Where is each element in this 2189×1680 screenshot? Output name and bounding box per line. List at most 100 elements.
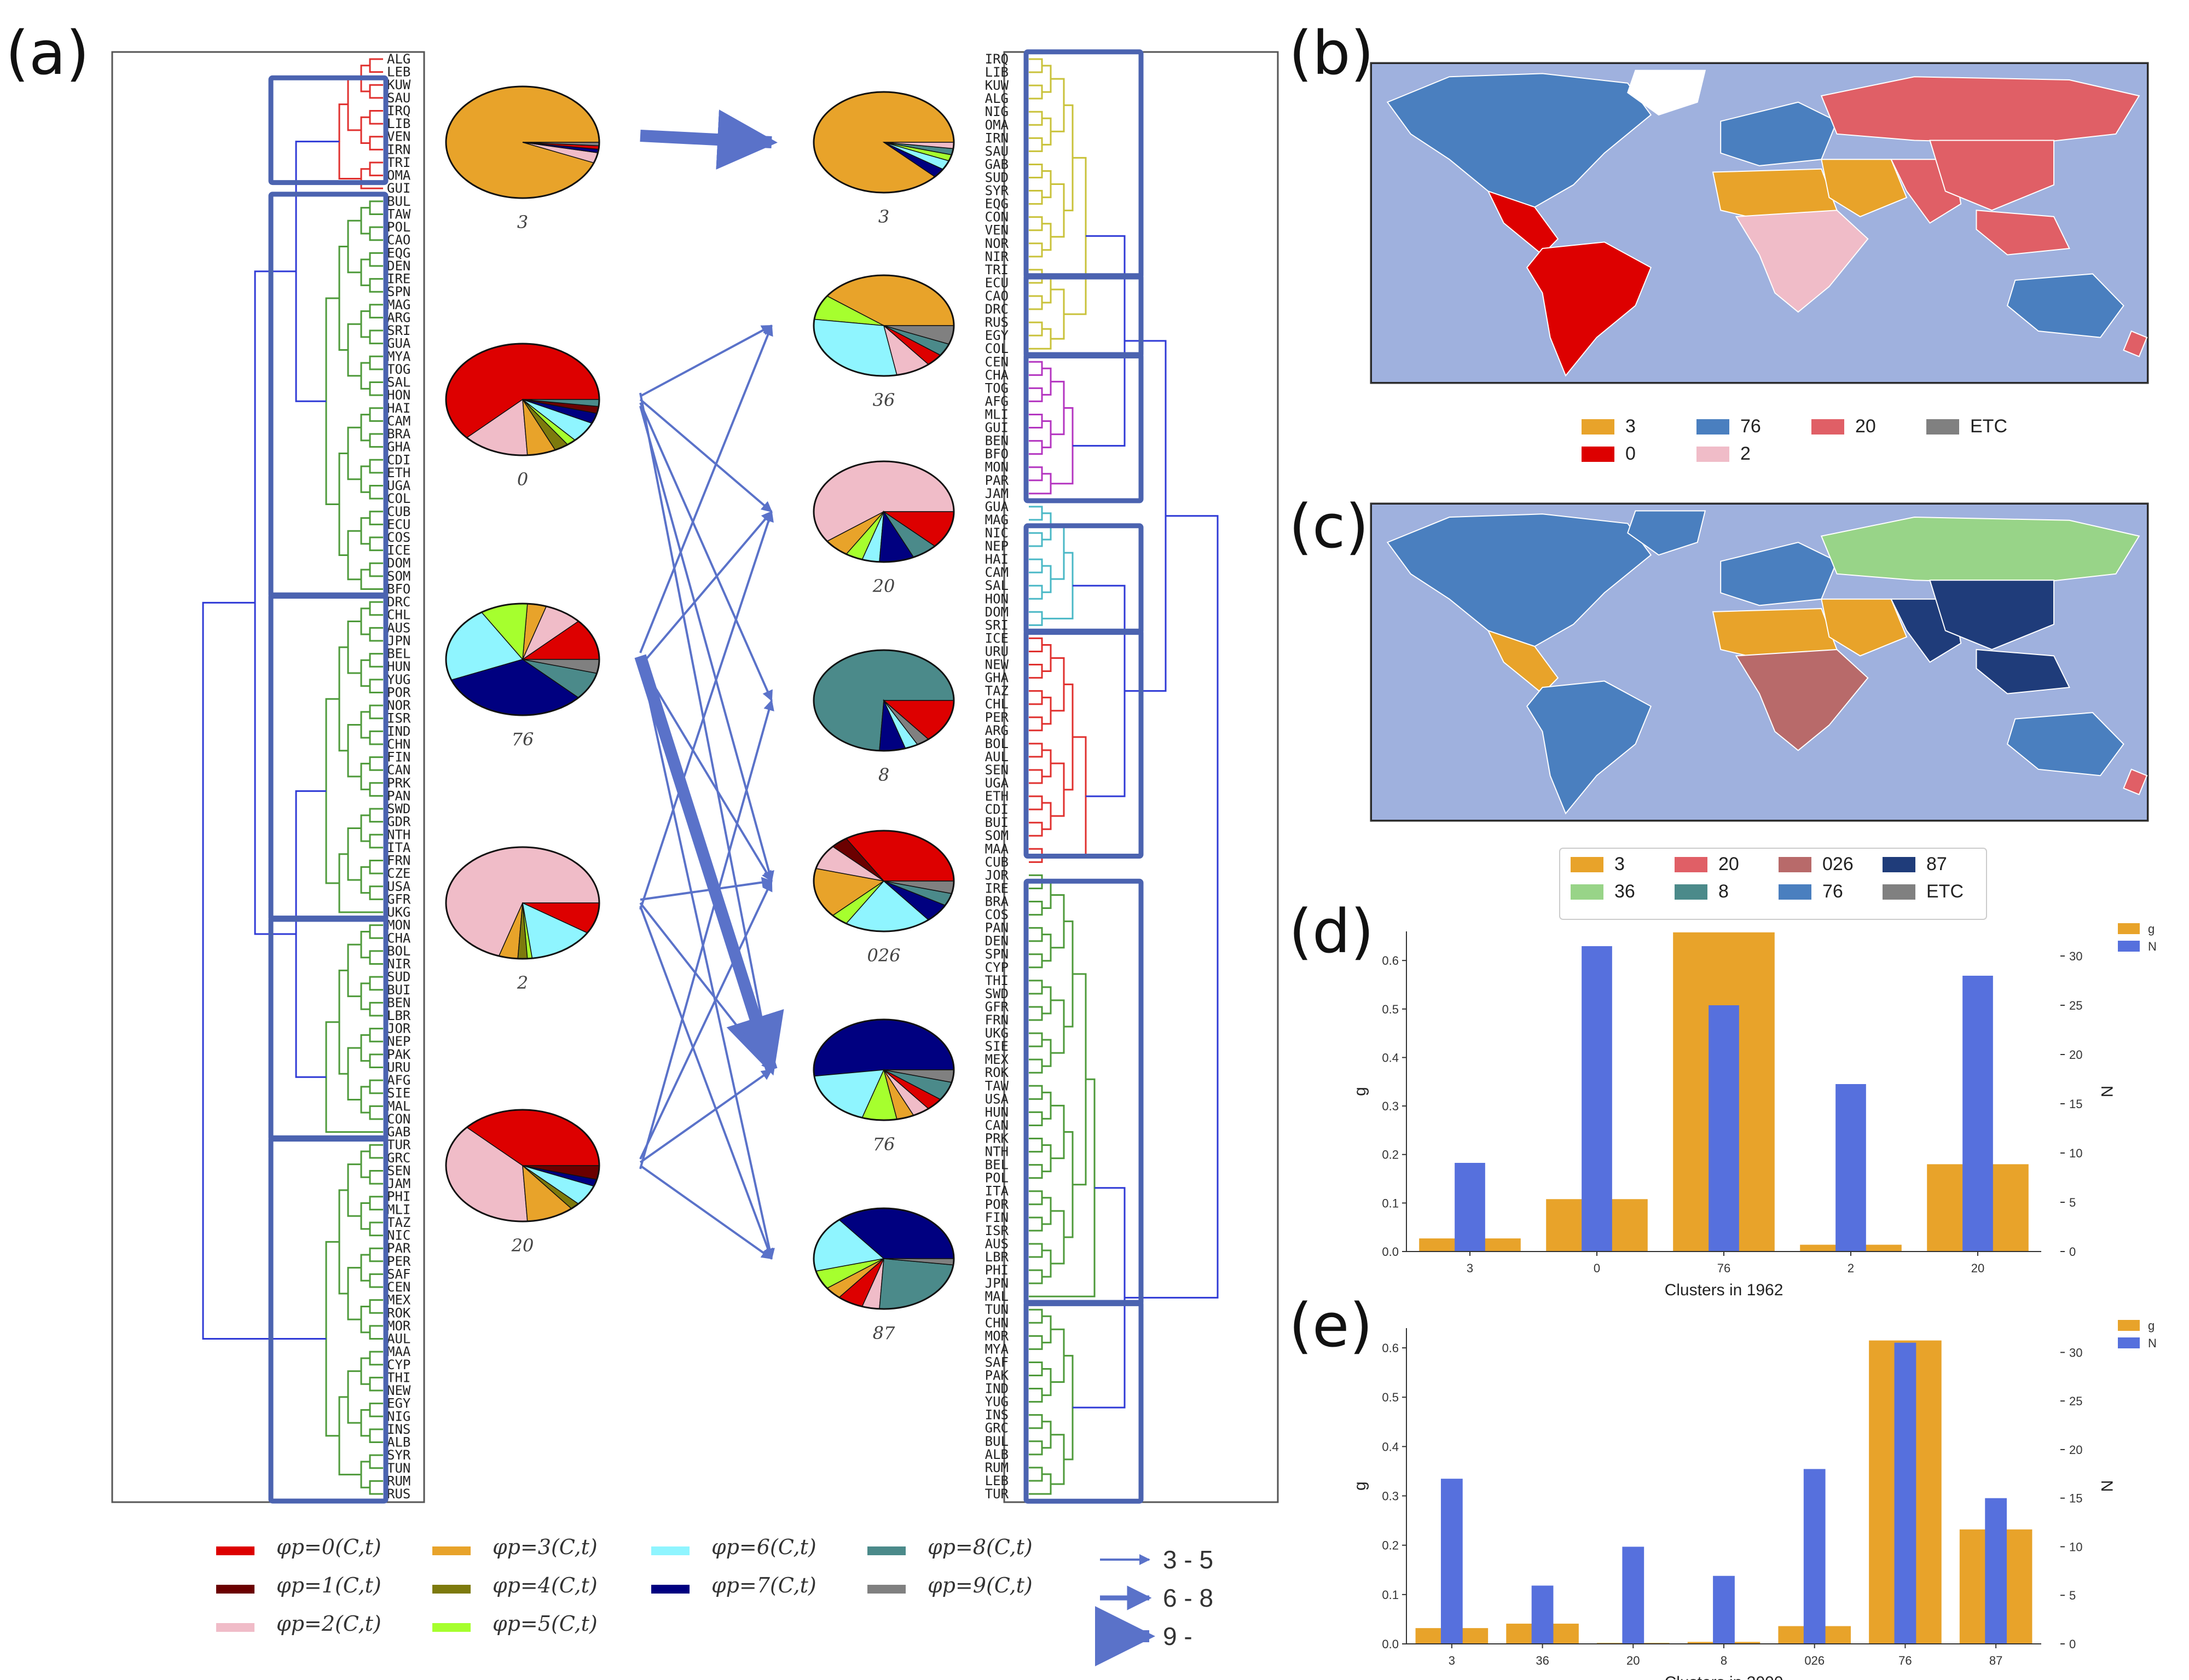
country-label: PHI <box>387 1189 410 1204</box>
country-label: ITA <box>985 1184 1009 1199</box>
dendrogram-link <box>1029 216 1043 231</box>
pie-2000: 026 <box>813 830 955 966</box>
country-label: SOM <box>985 828 1009 843</box>
country-label: LEB <box>387 65 410 80</box>
dendrogram-link <box>369 252 383 267</box>
country-label: BOL <box>985 736 1009 751</box>
phi-legend-swatch <box>867 1585 906 1594</box>
country-label: DRC <box>985 302 1009 317</box>
dendrogram-link <box>1042 1315 1052 1343</box>
country-label: OMA <box>387 168 411 183</box>
country-label: JOR <box>387 1021 411 1036</box>
country-label: TOG <box>387 362 410 377</box>
transition-arrow <box>639 398 773 513</box>
legend-swatch <box>1779 884 1811 900</box>
country-label: PAR <box>387 1241 411 1256</box>
arrow-legend-label: 9 - <box>1163 1622 1192 1650</box>
dendrogram-link <box>360 465 370 493</box>
dendrogram-link <box>347 77 361 131</box>
pie-2000: 87 <box>813 1207 955 1343</box>
legend-label: 36 <box>1614 881 1635 902</box>
panel-label-b: (b) <box>1289 18 1374 88</box>
phi-legend-swatch <box>216 1623 254 1632</box>
bar-N <box>1531 1585 1554 1644</box>
australia-region <box>2006 712 2124 777</box>
dendrogram-link <box>360 866 370 894</box>
country-label: MON <box>387 918 410 933</box>
dendrogram-link <box>369 1454 383 1469</box>
y-tick-label-left: 0.2 <box>1382 1148 1399 1162</box>
country-label: CHL <box>985 697 1009 712</box>
dendrogram-link <box>1029 821 1043 837</box>
country-label: SPN <box>387 284 410 299</box>
russia-region <box>1820 76 2140 144</box>
dendrogram-link <box>360 1086 370 1114</box>
country-label: PAK <box>985 1368 1009 1383</box>
dendrogram-link <box>1042 1091 1052 1120</box>
dendrogram-link <box>1064 157 1087 315</box>
dendrogram-link <box>325 297 339 505</box>
country-label: CDI <box>387 452 410 467</box>
dendrogram-link <box>360 569 383 590</box>
country-label: GFR <box>387 891 411 907</box>
country-label: AUS <box>985 1236 1009 1252</box>
country-label: POR <box>985 1197 1009 1212</box>
cluster-box <box>268 592 389 922</box>
dendrogram-link <box>1042 552 1074 619</box>
country-label: ECU <box>985 275 1009 291</box>
dendrogram-link <box>369 1144 383 1159</box>
chart-legend-swatch <box>2118 1320 2140 1331</box>
phi-legend-label: φp=4(C,t) <box>493 1573 598 1597</box>
dendrogram-link <box>1029 163 1043 178</box>
dendrogram-link <box>1042 1249 1052 1278</box>
country-label: INS <box>387 1422 410 1437</box>
dendrogram-link <box>1029 953 1043 969</box>
country-label: CEN <box>387 1279 410 1295</box>
transition-arrow <box>639 1165 773 1260</box>
country-label: YUG <box>985 1394 1009 1410</box>
country-label: JAM <box>985 486 1009 501</box>
country-label: ROK <box>985 1065 1009 1080</box>
country-label: TUN <box>387 1461 410 1476</box>
x-tick-label: 026 <box>1804 1654 1825 1667</box>
y-tick-label-right: 25 <box>2069 999 2082 1012</box>
country-label: RUS <box>387 1486 410 1502</box>
country-label: HON <box>387 387 410 403</box>
dendrogram-link <box>369 200 383 215</box>
dendrogram-link <box>1042 420 1052 449</box>
country-label: SAU <box>387 90 410 106</box>
dendrogram-link <box>360 116 370 144</box>
x-tick-label: 36 <box>1536 1654 1549 1667</box>
legend-label: 3 <box>1614 854 1625 874</box>
phi-legend-swatch <box>651 1585 690 1594</box>
x-tick-label: 76 <box>1717 1261 1730 1275</box>
dendrogram-link <box>1042 565 1052 593</box>
country-label: MAL <box>387 1098 410 1114</box>
chart-legend-label: g <box>2148 1319 2155 1333</box>
legend-label: 2 <box>1740 443 1751 464</box>
dendrogram-link <box>360 814 370 842</box>
dendrogram-1962: ALGLEBKUWSAUIRQLIBVENIRNTRIOMAGUIBULTAWP… <box>202 51 411 1504</box>
country-label: AFG <box>985 393 1009 409</box>
country-label: SRI <box>985 617 1009 633</box>
country-label: LBR <box>387 1008 411 1023</box>
dendrogram-link <box>1029 111 1043 126</box>
dendrogram-link <box>1042 644 1052 673</box>
dendrogram-link <box>369 485 383 500</box>
dendrogram-link <box>369 1079 383 1094</box>
dendrogram-link <box>369 1299 383 1314</box>
dendrogram-link <box>1029 1164 1043 1179</box>
country-label: YUG <box>387 672 410 687</box>
cluster-box <box>268 192 389 599</box>
phi-legend-label: φp=0(C,t) <box>276 1535 381 1559</box>
dendrogram-link <box>369 278 383 293</box>
country-label: PHI <box>985 1262 1009 1278</box>
dendrogram-link <box>369 756 383 771</box>
panel-label-c: (c) <box>1289 491 1369 561</box>
dendrogram-link <box>1029 716 1043 732</box>
country-label: MAA <box>985 841 1009 856</box>
cluster-box <box>1023 1300 1144 1504</box>
country-label: DEN <box>985 934 1009 949</box>
country-label: KUW <box>985 78 1009 93</box>
y-tick-label-right: 30 <box>2069 1346 2082 1359</box>
